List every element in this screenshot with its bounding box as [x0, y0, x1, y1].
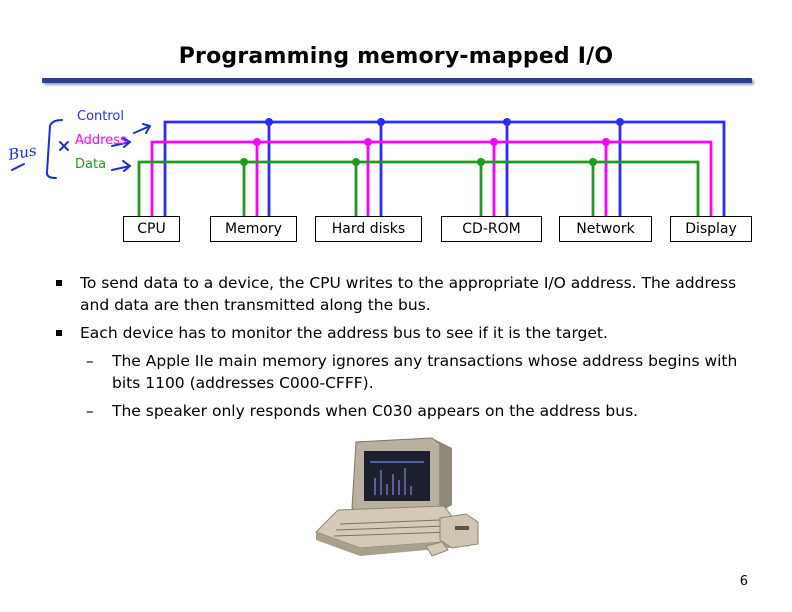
- control-bus-junctions: [265, 118, 624, 126]
- sub-bullet-item: – The speaker only responds when C030 ap…: [56, 400, 756, 422]
- bullet-list: To send data to a device, the CPU writes…: [56, 272, 756, 428]
- sub-bullet-text: The speaker only responds when C030 appe…: [112, 402, 639, 420]
- data-bus: [137, 160, 700, 216]
- sub-bullet-text: The Apple IIe main memory ignores any tr…: [112, 352, 738, 392]
- data-bus-label: Data: [75, 157, 107, 172]
- control-bus: [163, 120, 726, 216]
- bullet-square-icon: [56, 330, 62, 336]
- address-bus: [150, 140, 713, 216]
- bullet-text: To send data to a device, the CPU writes…: [80, 274, 737, 314]
- page-number: 6: [739, 574, 748, 589]
- handwritten-annotation: [11, 119, 151, 179]
- dash-icon: –: [86, 352, 94, 370]
- apple-iie-computer-image: [315, 437, 479, 557]
- address-bus-junctions: [253, 138, 610, 146]
- bus-handwriting: Bus: [6, 141, 38, 164]
- title-underline: [42, 78, 752, 83]
- device-memory: Memory: [210, 216, 297, 242]
- dash-icon: –: [86, 402, 94, 420]
- sub-bullet-item: – The Apple IIe main memory ignores any …: [56, 350, 756, 394]
- bullet-item: To send data to a device, the CPU writes…: [56, 272, 756, 316]
- slide-title: Programming memory-mapped I/O: [178, 44, 614, 69]
- device-hard-disks: Hard disks: [315, 216, 422, 242]
- control-bus-label: Control: [77, 109, 124, 124]
- device-cpu: CPU: [123, 216, 180, 242]
- bullet-item: Each device has to monitor the address b…: [56, 322, 756, 344]
- device-display: Display: [670, 216, 752, 242]
- device-network: Network: [559, 216, 652, 242]
- address-bus-label: Address: [75, 133, 127, 148]
- device-cd-rom: CD-ROM: [441, 216, 542, 242]
- data-bus-junctions: [240, 158, 597, 166]
- bullet-square-icon: [56, 280, 62, 286]
- bullet-text: Each device has to monitor the address b…: [80, 324, 608, 342]
